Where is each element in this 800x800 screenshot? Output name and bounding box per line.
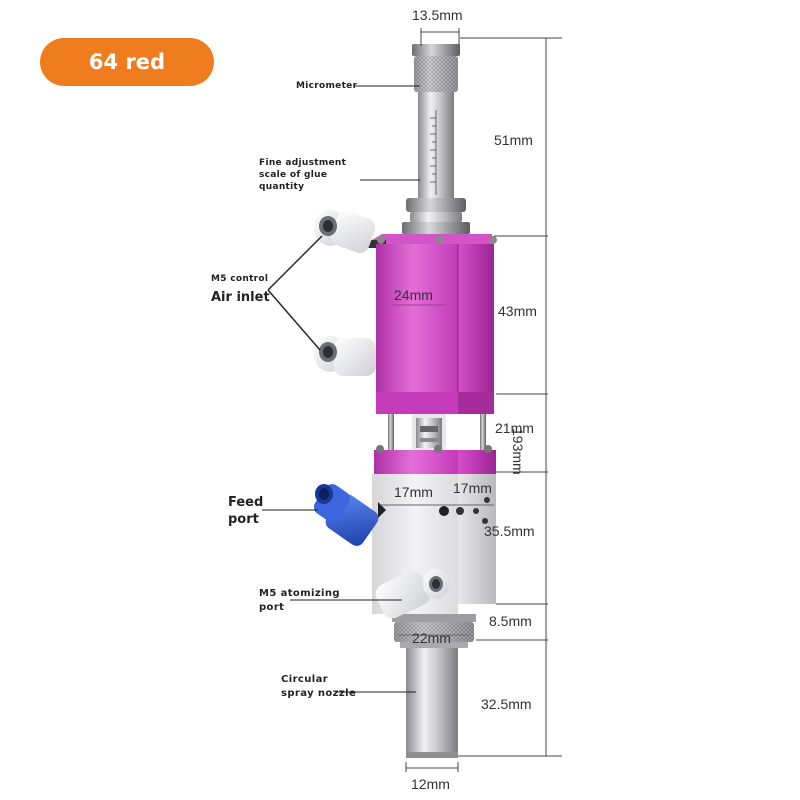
dim-knurl-width: 22mm: [412, 630, 451, 646]
dim-nozzle-height: 32.5mm: [481, 696, 532, 712]
magenta-base: [376, 392, 494, 414]
upper-magenta-block: [368, 234, 497, 392]
dim-micrometer-height: 51mm: [494, 132, 533, 148]
label-atomizing-port-line-1: M5 atomizing: [259, 588, 340, 599]
label-spray-nozzle: Circular spray nozzle: [281, 673, 356, 701]
dim-lower-width-a: 17mm: [394, 484, 433, 500]
label-fine-adjustment-line-1: Fine adjustment: [259, 158, 347, 168]
dim-upper-block-height: 43mm: [498, 303, 537, 319]
label-fine-adjustment-line-3: quantity: [259, 182, 305, 192]
dim-knurl-height: 8.5mm: [489, 613, 532, 629]
variant-badge: 64 red: [40, 38, 214, 86]
nozzle: [406, 648, 458, 758]
micrometer-part: [402, 44, 470, 234]
label-feed-port-line-2: port: [228, 512, 259, 527]
callout-lines: [262, 85, 420, 693]
middle-coupling: [388, 414, 486, 454]
label-m5-control: M5 control: [211, 274, 269, 284]
variant-badge-label: 64 red: [88, 50, 166, 74]
label-air-inlet: Air inlet: [211, 290, 270, 305]
dim-total-height: 193mm: [510, 428, 526, 475]
dimension-lines: [380, 28, 562, 772]
dim-lower-block-height: 35.5mm: [484, 523, 535, 539]
label-fine-adjustment: Fine adjustment scale of glue quantity: [259, 157, 346, 193]
dim-nozzle-width: 12mm: [411, 776, 450, 792]
dim-top-width: 13.5mm: [412, 7, 463, 23]
air-fitting-bottom: [314, 336, 376, 376]
label-atomizing-port-line-2: port: [259, 602, 285, 613]
magenta-plate: [374, 445, 496, 474]
label-micrometer: Micrometer: [296, 81, 358, 91]
dim-lower-width-b: 17mm: [453, 480, 492, 496]
dim-upper-block-width: 24mm: [394, 287, 433, 303]
label-spray-nozzle-line-1: Circular: [281, 674, 329, 685]
label-spray-nozzle-line-2: spray nozzle: [281, 688, 357, 699]
dim-middle-height: 21mm: [495, 420, 534, 436]
label-fine-adjustment-line-2: scale of glue: [259, 170, 328, 180]
label-feed-port: Feed port: [228, 494, 263, 528]
feed-fitting: [313, 484, 379, 546]
label-feed-port-line-1: Feed: [228, 495, 264, 510]
air-fitting-top: [314, 210, 376, 253]
label-atomizing-port: M5 atomizing port: [259, 587, 340, 615]
atomizing-fitting: [375, 569, 449, 619]
knurled-ring: [392, 614, 476, 648]
